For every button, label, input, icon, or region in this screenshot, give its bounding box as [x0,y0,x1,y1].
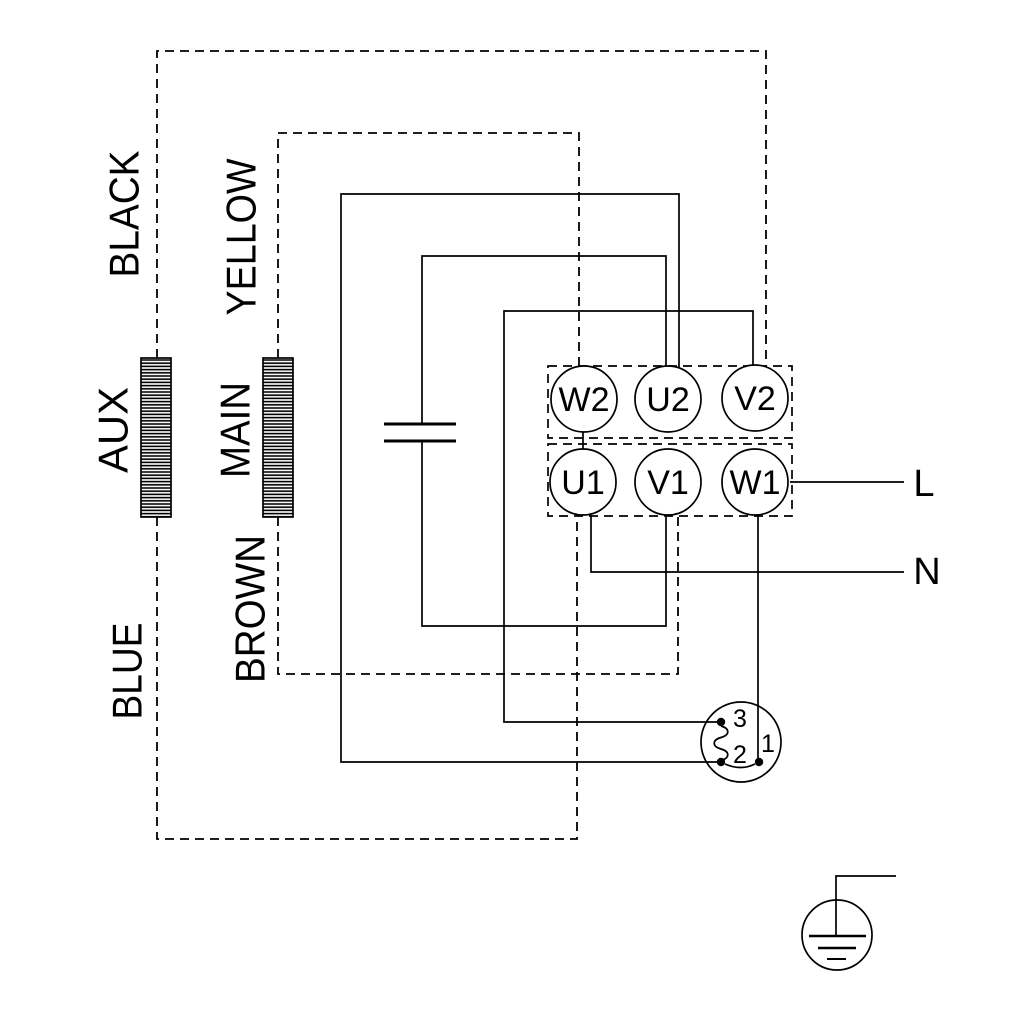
thermal-protector-dot-2 [716,757,726,767]
terminal-u1 [549,448,617,516]
line-label: L [913,463,934,505]
aux-winding-symbol [140,357,172,518]
thermal-protector-label-3: 3 [733,705,747,733]
terminal-box-bottom-row [547,443,793,517]
cable-blue-label: BLUE [104,623,151,720]
terminal-v2 [721,364,789,432]
wire-capacitor-bottom-to-v1 [421,441,667,627]
thermal-protector-contact-blade [724,763,756,769]
wire-u1-to-neutral [590,515,904,573]
ground-outline [801,899,873,971]
terminal-w2 [550,365,618,433]
yellow-cable-path [277,132,580,367]
wire-u2-to-protector-2 [340,193,719,763]
main-winding-label: MAIN [212,382,259,478]
terminal-v1-label: V1 [647,464,689,502]
thermal-protector-symbol: 3 2 1 [700,701,782,783]
thermal-protector-dot-3 [716,717,726,727]
terminal-w1 [721,448,789,516]
black-cable-path [156,50,767,367]
terminal-u2 [634,365,702,433]
main-winding-symbol [262,357,294,518]
thermal-protector-label-1: 1 [761,730,775,758]
terminal-v2-label: V2 [734,380,776,418]
thermal-protector-outline [700,701,782,783]
terminal-v1 [634,448,702,516]
terminal-u1-label: U1 [561,464,604,502]
thermal-protector-dot-1 [754,757,764,767]
blue-cable-path [156,517,578,840]
terminal-w1-label: W1 [730,464,781,502]
cable-black-label: BLACK [101,151,148,278]
wire-v2-to-protector-3 [503,310,754,723]
ground-lead [835,875,896,936]
wire-u2-to-capacitor-top [421,255,667,424]
thermal-protector-label-2: 2 [733,741,747,769]
thermal-protector-heater-coil [713,725,729,762]
cable-yellow-label: YELLOW [218,158,265,315]
terminal-w2-label: W2 [559,381,610,419]
terminal-u2-label: U2 [646,381,689,419]
cable-brown-label: BROWN [227,535,274,683]
aux-winding-label: AUX [90,387,137,473]
neutral-label: N [913,551,940,593]
ground-symbol [801,875,896,971]
capacitor-symbol [384,422,456,443]
brown-cable-path [277,517,679,675]
